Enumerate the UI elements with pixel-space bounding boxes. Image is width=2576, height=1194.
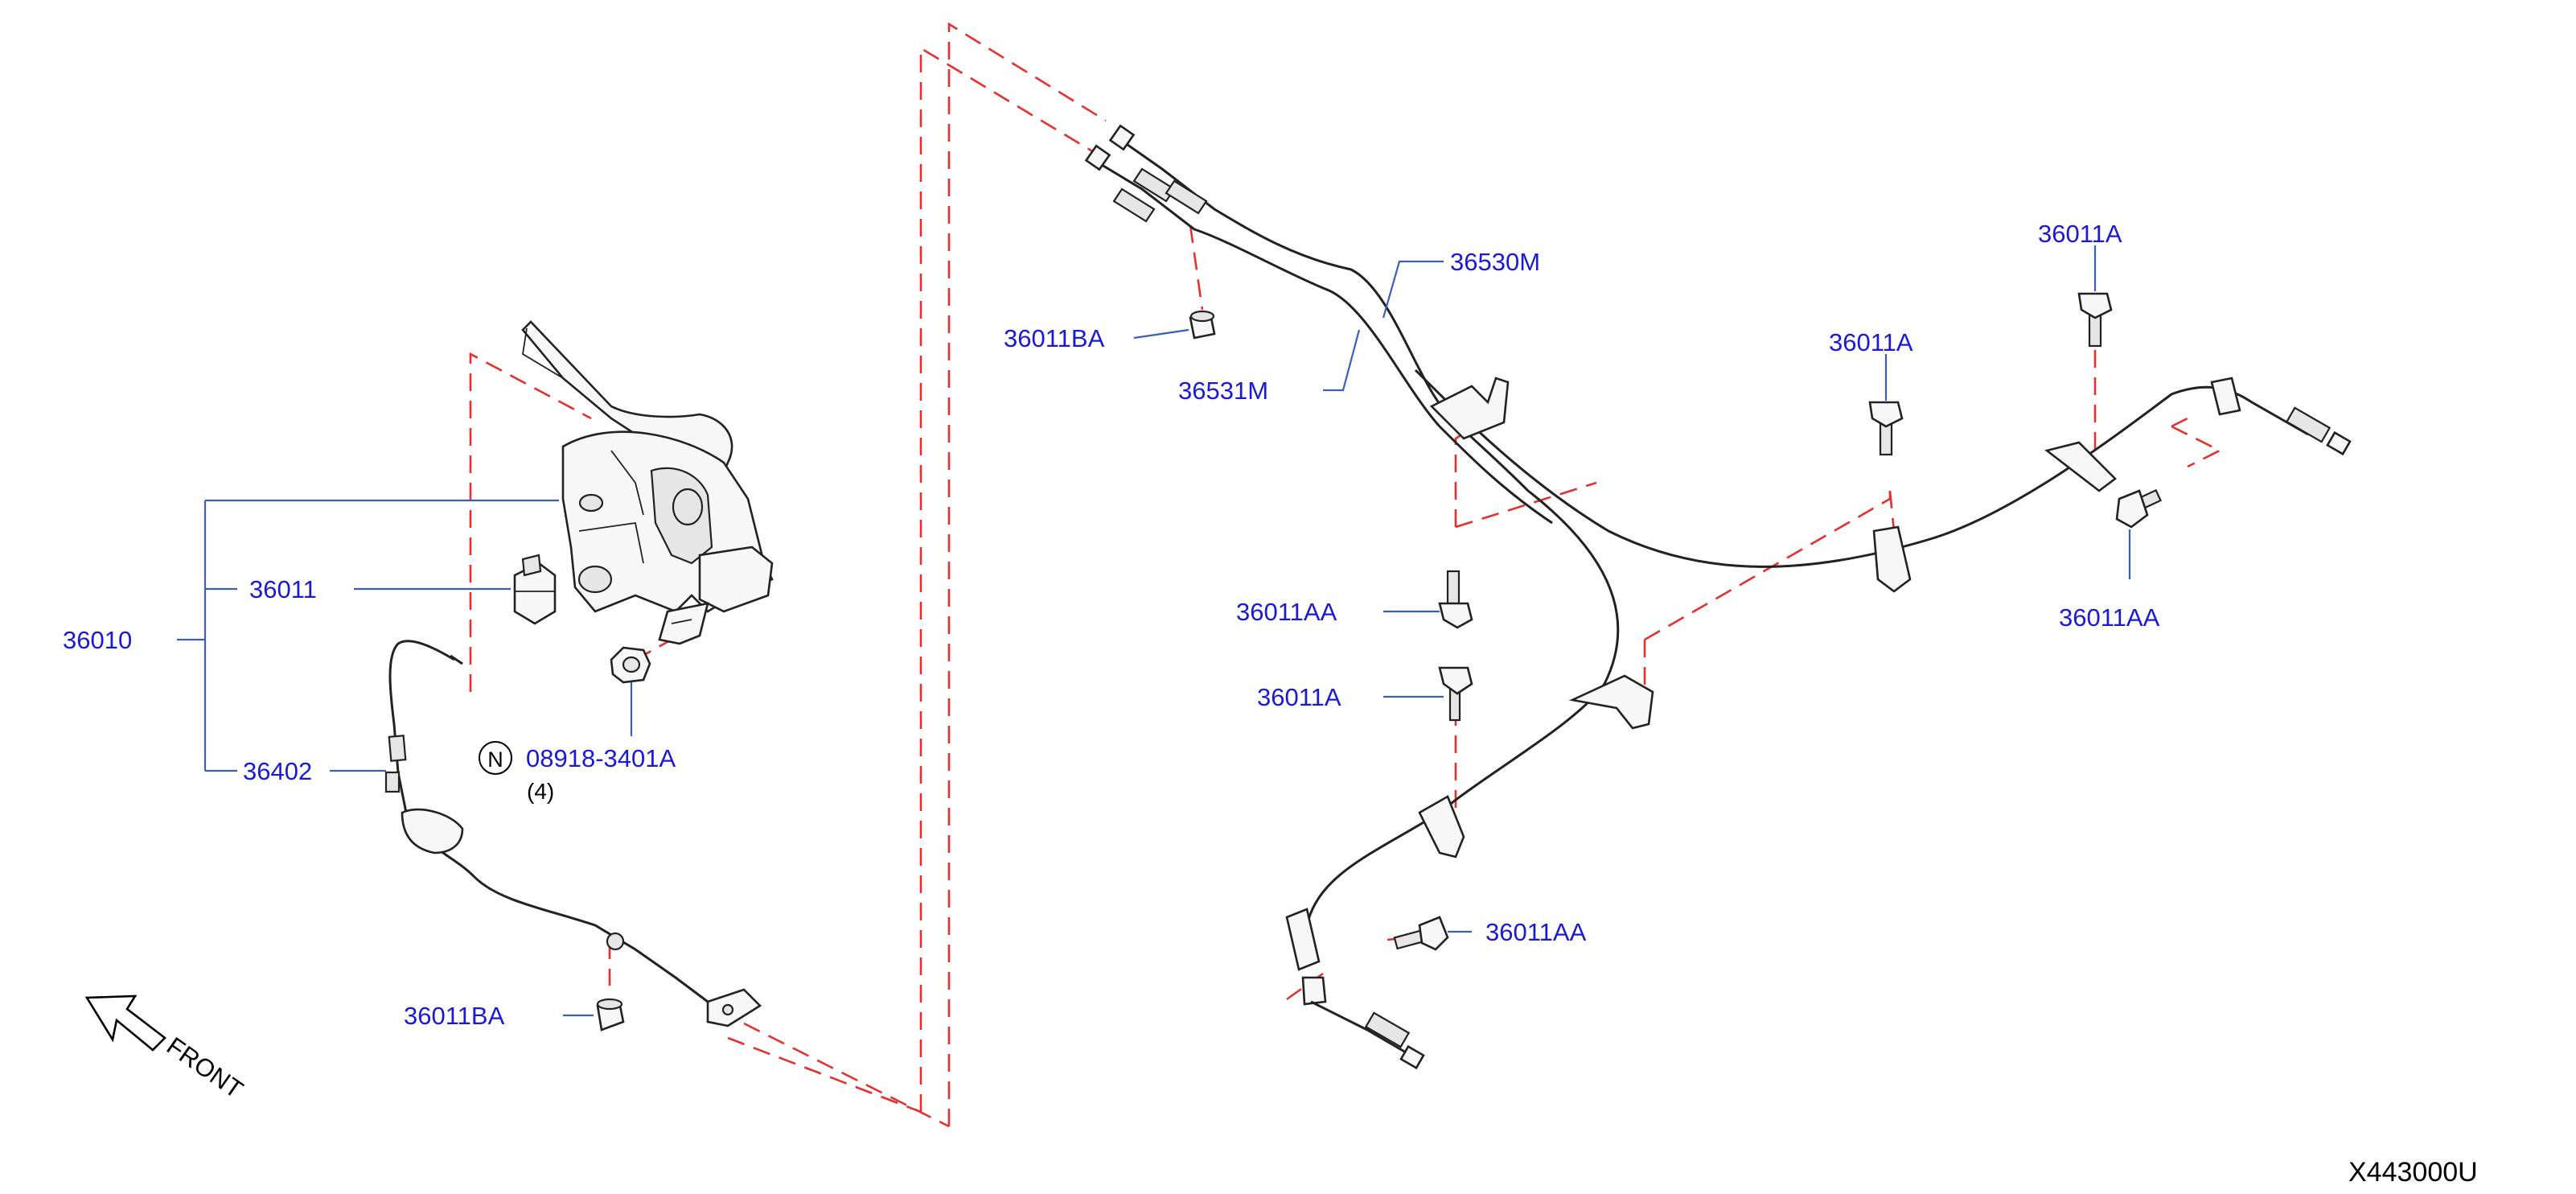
label-36011BA-upper: 36011BA: [1004, 324, 1105, 352]
front-direction-arrow-icon: FRONT: [84, 994, 249, 1104]
label-36011A-upper: 36011A: [1829, 328, 1913, 356]
label-36011BA-lower: 36011BA: [404, 1002, 505, 1030]
label-nut-quantity: (4): [527, 779, 554, 804]
n-symbol-letter: N: [487, 747, 503, 772]
rear-cables: [1084, 124, 2352, 1070]
label-36530M: 36530M: [1450, 248, 1540, 276]
bolts: [1393, 292, 2163, 951]
label-08918-3401A: 08918-3401A: [526, 744, 676, 772]
leader-lines: [177, 245, 2131, 1017]
n-symbol-icon: N: [479, 741, 512, 775]
label-36011AA-lower: 36011AA: [1485, 918, 1587, 946]
front-label: FRONT: [162, 1031, 249, 1104]
label-36010: 36010: [63, 626, 132, 654]
parking-brake-lever: [521, 320, 774, 645]
lever-cable: [384, 640, 762, 1027]
label-36011AA-right: 36011AA: [2059, 603, 2160, 632]
lever-switch-part: [513, 554, 557, 625]
label-36011AA-left: 36011AA: [1236, 598, 1337, 626]
callout-labels: 36010 36011 36402 N 08918-3401A (4) 3601…: [63, 220, 2160, 1030]
nut-08918: [610, 646, 651, 684]
label-36011A-center: 36011A: [1257, 683, 1341, 711]
diagram-code: X443000U: [2348, 1157, 2478, 1188]
label-36402: 36402: [243, 757, 312, 785]
label-36011: 36011: [249, 575, 317, 603]
label-36011A-right: 36011A: [2038, 220, 2122, 248]
grommet-upper: [1189, 310, 1216, 340]
grommet-lower: [596, 998, 625, 1031]
label-36531M: 36531M: [1178, 377, 1268, 405]
